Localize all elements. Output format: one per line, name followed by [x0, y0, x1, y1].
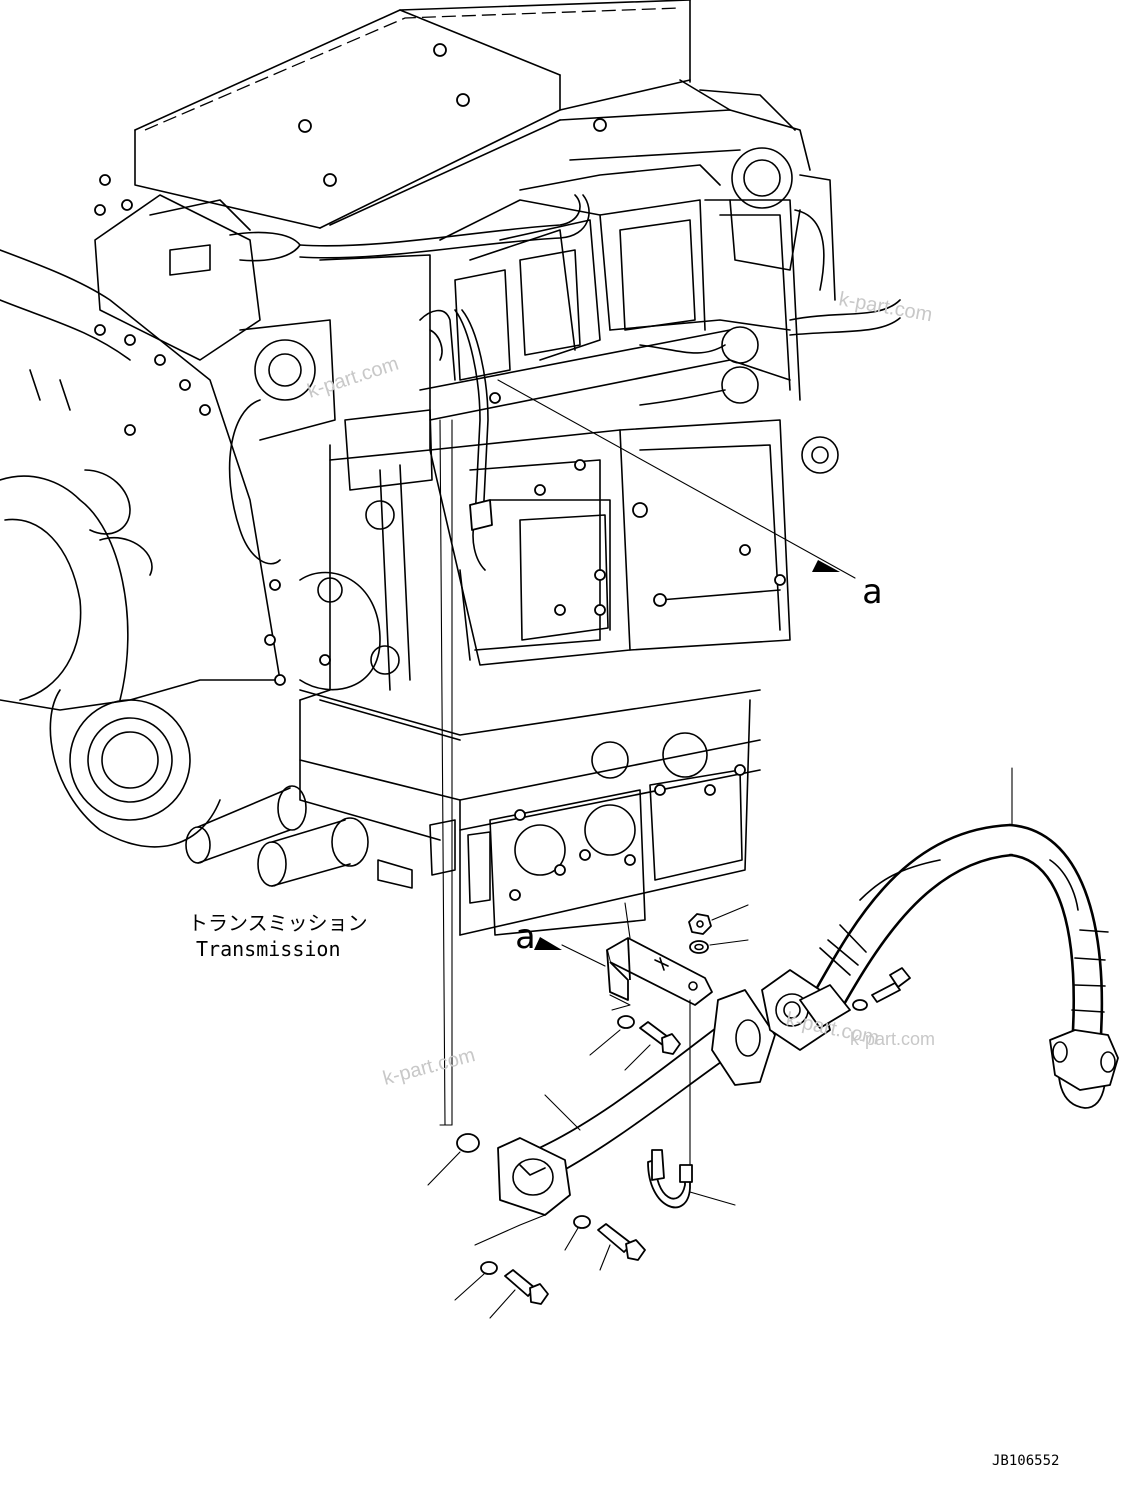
- u-hose-fitting: [647, 999, 736, 1209]
- nut-and-washer: [688, 904, 749, 954]
- housing-bolts: [94, 324, 331, 686]
- watermark: k-part.com: [850, 1029, 935, 1049]
- tube-assembly: [474, 989, 776, 1246]
- engine-block-illustration: [0, 0, 901, 1126]
- cover-bolts: [94, 43, 607, 216]
- view-ref-label-lower: a: [515, 917, 535, 957]
- oil-pan-ports: [509, 732, 746, 901]
- view-arrow-upper: [497, 379, 856, 579]
- watermark: k-part.com: [381, 1044, 478, 1090]
- mounting-bracket: [534, 902, 713, 1011]
- o-ring: [427, 1133, 480, 1186]
- block-bolts: [489, 392, 786, 616]
- watermark: k-part.com: [305, 353, 402, 403]
- view-ref-label-upper: a: [862, 572, 882, 612]
- pipe-stubs: [185, 785, 369, 887]
- watermark: k-part.com: [837, 288, 934, 326]
- transmission-label-jp: トランスミッション: [188, 911, 368, 935]
- transmission-label-en: Transmission: [196, 937, 341, 961]
- bracket-bolt: [589, 1015, 681, 1071]
- drawing-number: JB106552: [992, 1453, 1059, 1469]
- flexible-hose: [761, 767, 1119, 1109]
- watermarks: k-part.com k-part.com k-part.com k-part.…: [305, 288, 935, 1090]
- lower-bolts: [454, 1215, 646, 1319]
